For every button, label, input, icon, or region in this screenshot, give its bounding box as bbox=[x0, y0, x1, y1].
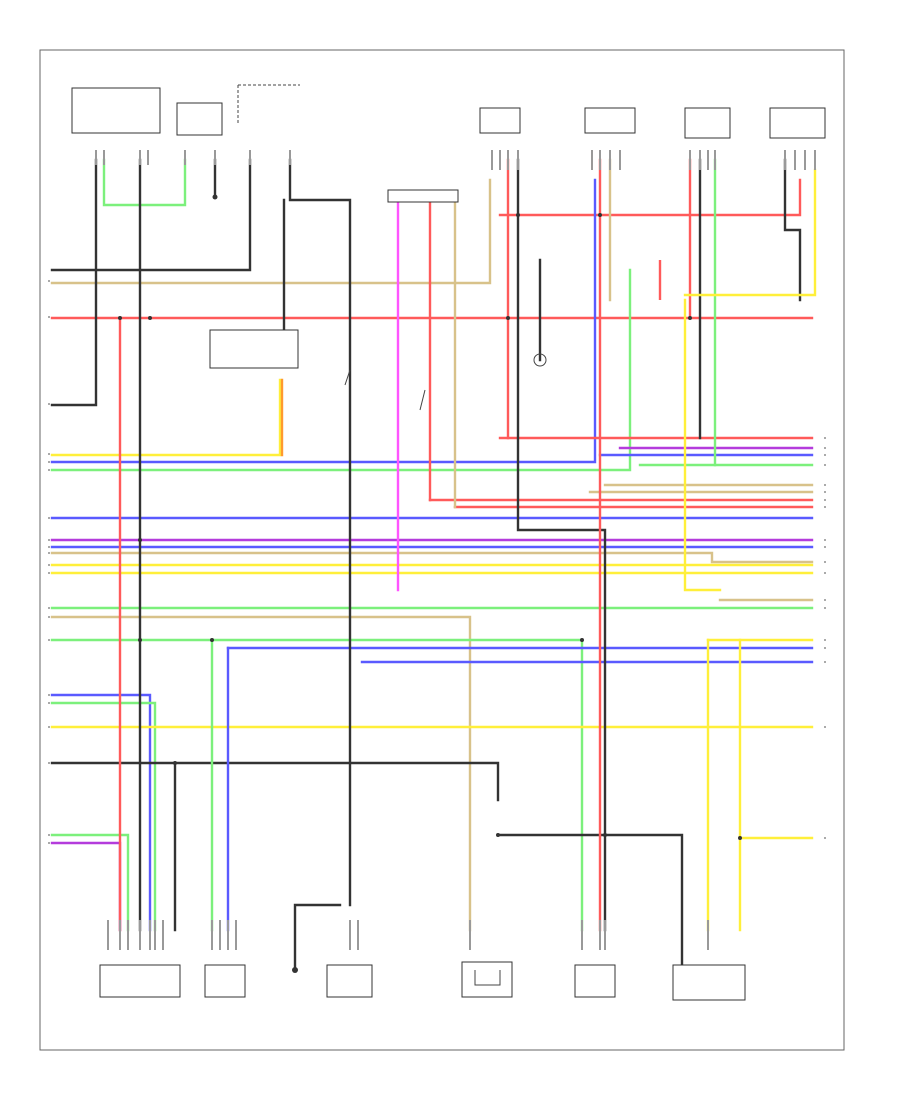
bottom-components bbox=[99, 961, 746, 1001]
wire-green-left-9 bbox=[50, 833, 130, 932]
ground-point-2 bbox=[292, 967, 298, 973]
component-box-8 bbox=[387, 189, 459, 203]
bus-wires bbox=[50, 178, 814, 972]
bottom-sensor-4 bbox=[461, 961, 513, 998]
wire-green-1 bbox=[50, 268, 632, 472]
component-box-4 bbox=[584, 107, 636, 134]
wire-black-v11 bbox=[293, 903, 342, 972]
wire-yellow-v2 bbox=[683, 298, 722, 592]
component-box-1 bbox=[71, 87, 161, 134]
side-markers bbox=[48, 280, 826, 844]
component-box-3 bbox=[479, 107, 521, 134]
wire-black-v4 bbox=[288, 158, 352, 907]
wire-violet-left-9 bbox=[50, 841, 122, 932]
component-box-6 bbox=[769, 107, 826, 139]
wire-black-v6 bbox=[516, 158, 607, 932]
junction-dots bbox=[118, 213, 742, 840]
switch-ring-1 bbox=[533, 353, 547, 367]
diagram-frame bbox=[39, 49, 845, 1051]
wire-tan-3 bbox=[50, 551, 814, 564]
wire-black-9 bbox=[496, 833, 684, 972]
bottom-sensor-2 bbox=[204, 964, 246, 998]
wire-tan-5 bbox=[50, 615, 472, 932]
switch-contact-1 bbox=[344, 369, 426, 411]
wire-black-v3 bbox=[50, 158, 252, 272]
bottom-pin-stubs bbox=[107, 920, 709, 950]
component-box-7 bbox=[209, 329, 299, 369]
wire-black-8 bbox=[50, 761, 500, 802]
wire-black-top-left bbox=[50, 158, 98, 407]
component-box-5 bbox=[684, 107, 731, 139]
wire-red-upper bbox=[498, 178, 802, 217]
sensor-4-symbol bbox=[474, 970, 501, 986]
bottom-sensor-1 bbox=[99, 964, 181, 998]
wire-blue-1 bbox=[50, 178, 597, 464]
top-components bbox=[71, 84, 826, 973]
dashed-bracket-1 bbox=[237, 84, 300, 125]
wire-green-top-left bbox=[102, 158, 187, 207]
bottom-sensor-3 bbox=[326, 964, 373, 998]
wire-green-6 bbox=[50, 638, 584, 932]
bottom-sensor-5 bbox=[574, 964, 616, 998]
wire-blue-left-8 bbox=[50, 693, 152, 932]
wire-yellow-v5 bbox=[683, 168, 817, 297]
wire-green-left-8 bbox=[50, 701, 157, 932]
bottom-sensor-6 bbox=[672, 964, 746, 1001]
wire-tan-top bbox=[50, 178, 492, 285]
wire-yellow-1 bbox=[50, 378, 282, 457]
ground-point-1 bbox=[212, 194, 218, 200]
wire-black-v9 bbox=[783, 158, 802, 302]
top-pin-stubs bbox=[95, 150, 816, 170]
vertical-wires bbox=[50, 158, 817, 972]
component-box-2 bbox=[176, 102, 223, 136]
